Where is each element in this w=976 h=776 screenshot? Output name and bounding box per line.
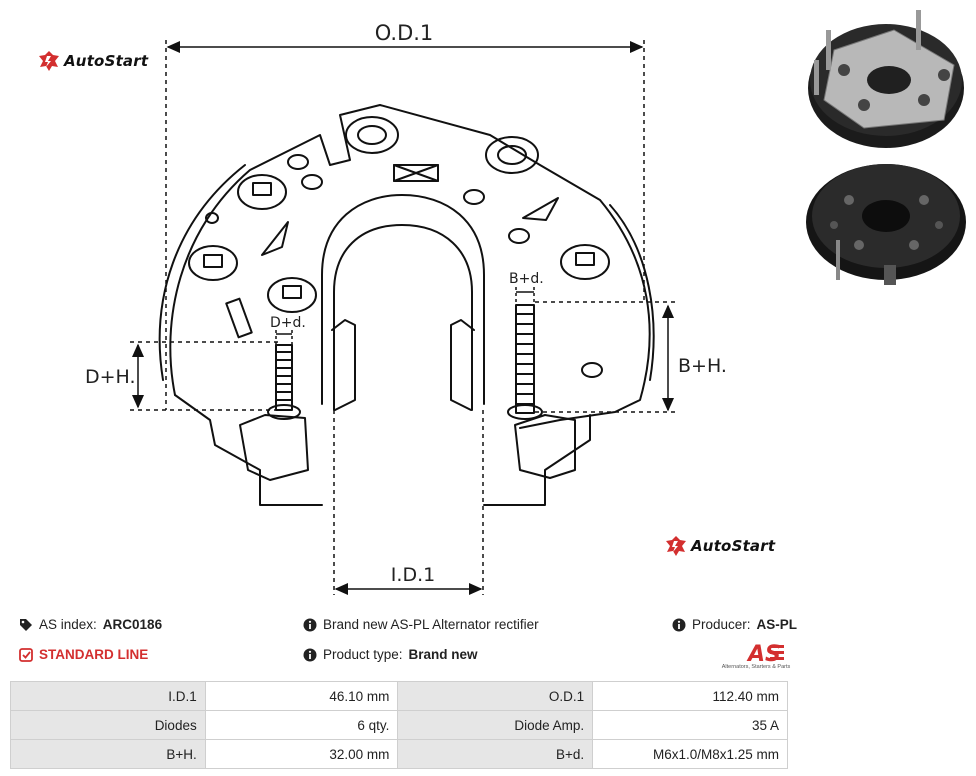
- as-index-label: AS index:: [39, 617, 97, 632]
- standard-line-badge: STANDARD LINE: [19, 647, 148, 662]
- as-pl-logo: AS: [746, 642, 784, 667]
- spec-value: 112.40 mm: [592, 681, 788, 711]
- product-type-value: Brand new: [408, 647, 478, 662]
- producer-label: Producer:: [692, 617, 751, 632]
- description-text: Brand new AS-PL Alternator rectifier: [323, 617, 539, 632]
- product-photo-bottom: [806, 164, 966, 285]
- table-row: Diodes 6 qty. Diode Amp. 35 A: [10, 710, 788, 740]
- as-index: AS index: ARC0186: [19, 617, 162, 632]
- spec-label: Diodes: [10, 710, 206, 740]
- od-label: O.D.1: [375, 21, 434, 45]
- table-row: B+H. 32.00 mm B+d. M6x1.0/M8x1.25 mm: [10, 739, 788, 769]
- bh-label: B+H.: [678, 355, 727, 377]
- spec-label: O.D.1: [397, 681, 594, 711]
- info-circle-icon: [303, 648, 317, 661]
- producer-value: AS-PL: [756, 617, 798, 632]
- spec-value: 35 A: [592, 710, 788, 740]
- rectifier-outline: [158, 104, 655, 506]
- id-label: I.D.1: [391, 564, 435, 586]
- spec-label: B+d.: [397, 739, 594, 769]
- spec-value: M6x1.0/M8x1.25 mm: [592, 739, 788, 769]
- product-type-label: Product type:: [323, 647, 403, 662]
- info-circle-icon: [672, 618, 686, 631]
- autostart-logo-icon: [39, 51, 59, 71]
- product-photo-top: [808, 10, 964, 148]
- spec-value: 46.10 mm: [204, 681, 399, 711]
- brand-name: AutoStart: [691, 537, 776, 555]
- product-description: Brand new AS-PL Alternator rectifier: [303, 617, 539, 632]
- product-photos: [806, 10, 966, 285]
- producer: Producer: AS-PL: [672, 617, 797, 632]
- autostart-logo-top: AutoStart: [38, 50, 148, 72]
- spec-label: I.D.1: [10, 681, 206, 711]
- standard-line-label: STANDARD LINE: [39, 647, 149, 662]
- bd-label: B+d.: [509, 271, 544, 287]
- dimension-lines: [130, 40, 676, 595]
- check-square-icon: [19, 647, 33, 662]
- tags-icon: [20, 618, 32, 631]
- spec-label: Diode Amp.: [397, 710, 594, 740]
- brand-name: AutoStart: [64, 52, 149, 70]
- autostart-logo-bottom: AutoStart: [665, 535, 775, 557]
- autostart-logo-icon: [666, 536, 686, 556]
- product-type: Product type: Brand new: [303, 647, 478, 662]
- dh-label: D+H.: [85, 366, 136, 388]
- info-circle-icon: [303, 618, 317, 631]
- dd-label: D+d.: [270, 315, 306, 331]
- as-index-value: ARC0186: [102, 617, 163, 632]
- spec-value: 6 qty.: [204, 710, 399, 740]
- rectifier-diagram: O.D.1 I.D.1 B+H. D+H. B+d. D+d.: [85, 21, 727, 595]
- specs-table: I.D.1 46.10 mm O.D.1 112.40 mm Diodes 6 …: [10, 681, 788, 769]
- table-row: I.D.1 46.10 mm O.D.1 112.40 mm: [10, 681, 788, 711]
- spec-value: 32.00 mm: [204, 739, 399, 769]
- as-pl-tagline: Alternators, Starters & Parts: [721, 664, 791, 670]
- spec-label: B+H.: [10, 739, 206, 769]
